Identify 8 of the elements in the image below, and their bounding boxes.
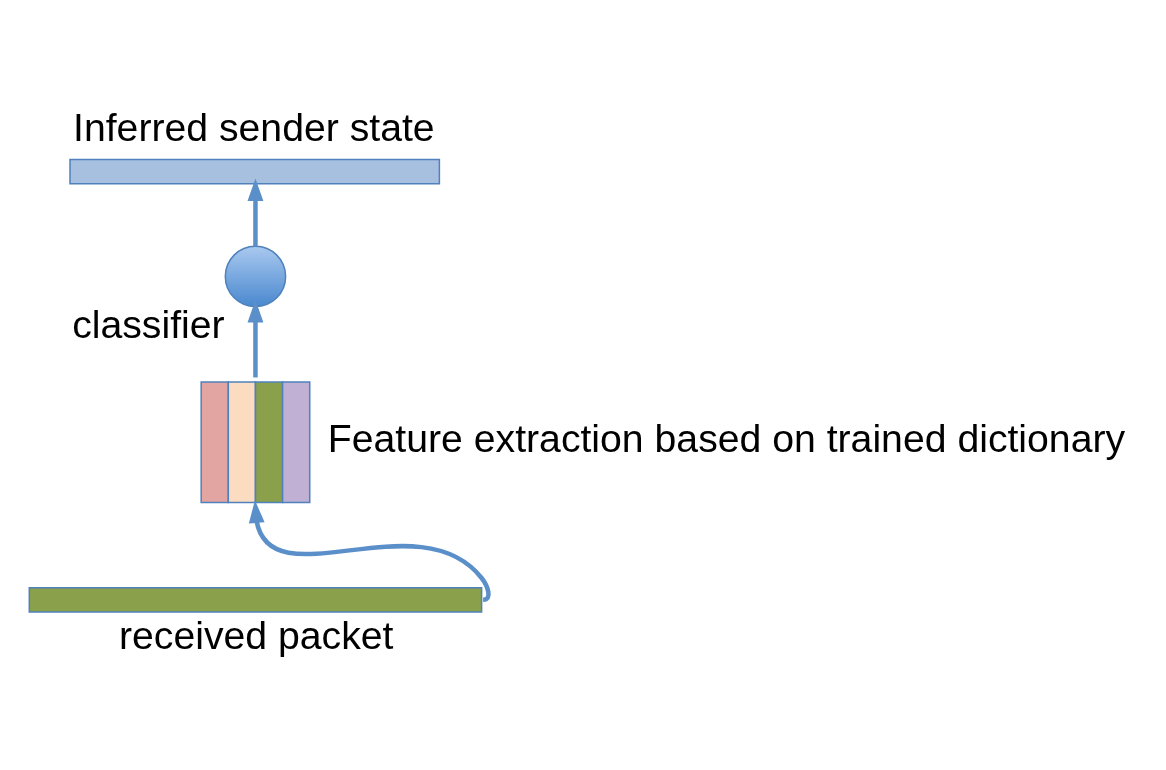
arrow xyxy=(247,178,264,247)
node-label: Feature extraction based on trained dictionary xyxy=(327,416,1126,460)
node-label: Inferred sender state xyxy=(73,106,435,150)
arrow xyxy=(248,500,491,603)
arrow xyxy=(247,299,264,378)
node-label: received packet xyxy=(119,614,394,658)
node-circle xyxy=(224,245,287,308)
node-label: classifier xyxy=(72,302,225,346)
